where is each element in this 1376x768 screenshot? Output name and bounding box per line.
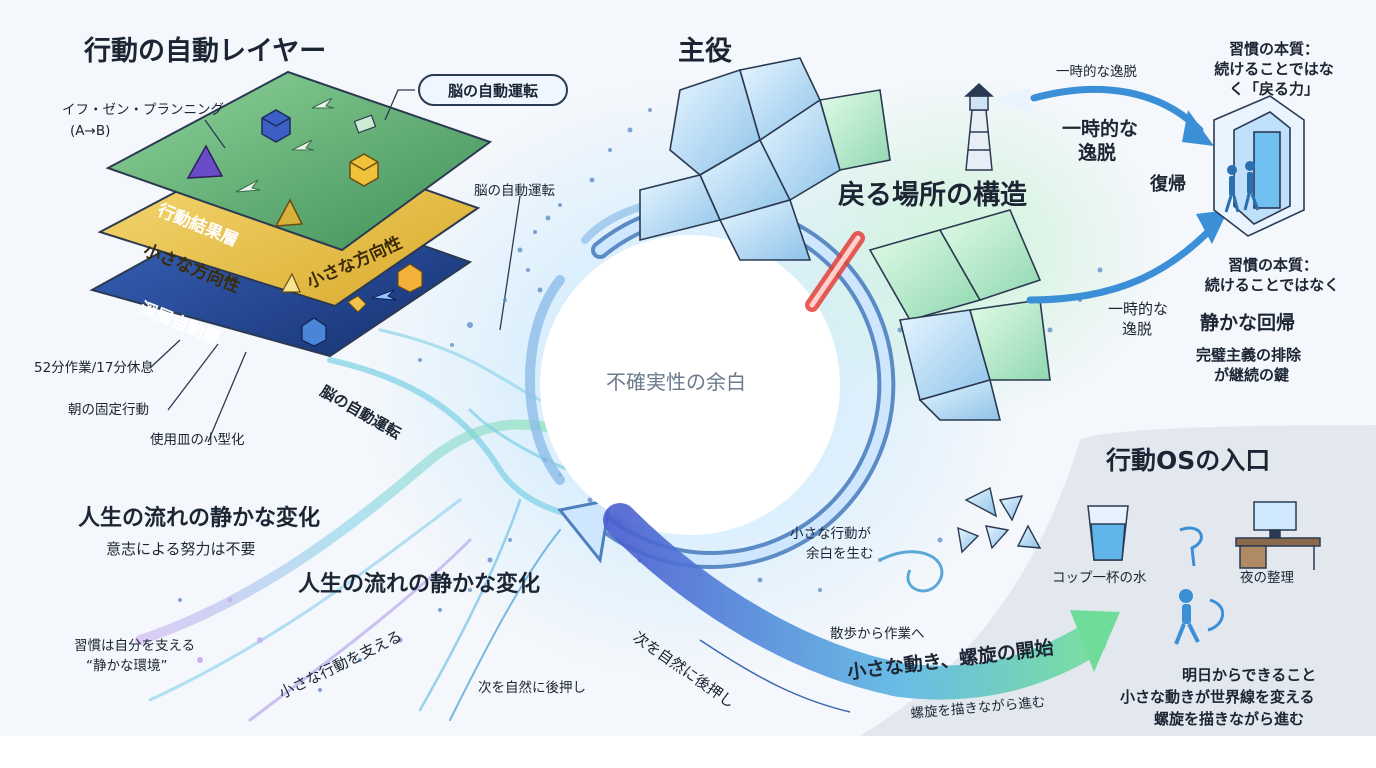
cube-icon bbox=[347, 295, 367, 313]
desk-icon bbox=[1235, 501, 1321, 570]
arrow-head bbox=[1182, 110, 1214, 146]
a-to-b-label: (A→B) bbox=[70, 123, 111, 139]
habit-env-line-1: 習慣は自分を支える bbox=[74, 638, 196, 654]
perfection-line-1: 完璧主義の排除 bbox=[1196, 346, 1302, 364]
temp-escape-top: 一時的な逸脱 bbox=[1056, 64, 1137, 80]
essence-top-1: 習慣の本質： bbox=[1228, 40, 1319, 58]
work-rest-label: 52分作業/17分休息 bbox=[34, 360, 154, 376]
no-willpower-label: 意志による努力は不要 bbox=[106, 540, 256, 558]
arrow-icon bbox=[291, 139, 315, 151]
tomorrow-label: 明日からできること bbox=[1182, 666, 1317, 684]
return-label: 復帰 bbox=[1150, 174, 1186, 195]
water-label: コップ一杯の水 bbox=[1052, 570, 1147, 586]
cube-icon bbox=[353, 114, 377, 134]
life-flow-title-1: 人生の流れの静かな変化 bbox=[78, 506, 321, 531]
arrow-head bbox=[1196, 210, 1228, 244]
swirl-icon bbox=[1207, 598, 1224, 632]
quiet-return-title: 静かな回帰 bbox=[1200, 312, 1296, 334]
thin-arrow bbox=[699, 639, 851, 713]
spiral-arrow-head bbox=[1070, 610, 1120, 672]
swirl-icon bbox=[1179, 526, 1203, 567]
small-action-line-1: 小さな行動が bbox=[790, 526, 871, 542]
lighthouse-icon bbox=[964, 82, 1030, 171]
walking-people-icon bbox=[1224, 161, 1260, 213]
worldline-label: 小さな動きが世界線を変える bbox=[1120, 688, 1315, 706]
uncertainty-label: 不確実性の余白 bbox=[606, 370, 746, 394]
os-entrance-panel bbox=[860, 425, 1376, 736]
brain-small-label: 脳の自動運転 bbox=[474, 183, 555, 199]
center-core bbox=[540, 235, 840, 535]
arrow-icon bbox=[311, 97, 335, 109]
essence-mid-2: 続けることではなく bbox=[1204, 276, 1340, 294]
essence-mid-1: 習慣の本質： bbox=[1227, 256, 1318, 274]
red-link-core bbox=[809, 235, 861, 308]
plate-label: 使用皿の小型化 bbox=[150, 432, 245, 448]
temp-escape-low-2: 逸脱 bbox=[1122, 320, 1153, 338]
walker-icon bbox=[1174, 589, 1200, 645]
essence-top-2: 続けることではな bbox=[1214, 60, 1334, 78]
temp-escape-mid-2: 逸脱 bbox=[1078, 142, 1117, 164]
night-label: 夜の整理 bbox=[1240, 570, 1294, 586]
bottom-strip bbox=[0, 736, 1376, 768]
return-structure-title: 戻る場所の構造 bbox=[838, 180, 1027, 211]
morning-label: 朝の固定行動 bbox=[68, 402, 149, 418]
spiral-advance-label-2: 螺旋を描きながら進む bbox=[1154, 710, 1305, 728]
brain-pill-label: 脳の自動運転 bbox=[418, 74, 568, 106]
temp-escape-low-1: 一時的な bbox=[1108, 300, 1169, 318]
essence-top-3: く「戻る力」 bbox=[1228, 80, 1319, 98]
arrow-icon bbox=[235, 179, 261, 193]
layer-stack bbox=[89, 70, 493, 358]
perfection-line-2: が継続の鍵 bbox=[1214, 366, 1290, 384]
cube-icon bbox=[349, 153, 379, 187]
push-next-label-1: 次を自然に後押し bbox=[478, 680, 586, 696]
pyramid-icon bbox=[186, 144, 224, 179]
title-layers: 行動の自動レイヤー bbox=[84, 36, 327, 67]
os-entrance-title: 行動OSの入口 bbox=[1106, 446, 1271, 475]
spiral-swirl bbox=[879, 550, 944, 593]
spiral-start-arrow bbox=[603, 503, 1107, 700]
pyramid-icon bbox=[274, 198, 304, 227]
walk-to-work-label: 散歩から作業へ bbox=[830, 626, 925, 642]
if-then-label: イフ・ゼン・プランニング bbox=[62, 102, 224, 118]
temp-escape-mid-1: 一時的な bbox=[1062, 118, 1139, 140]
cube-icon bbox=[397, 263, 423, 293]
door-icon bbox=[1213, 95, 1305, 237]
arrow-icon bbox=[371, 289, 397, 301]
cube-icon bbox=[261, 109, 291, 143]
shards-top bbox=[639, 57, 1051, 421]
return-arrows bbox=[1026, 85, 1214, 304]
small-action-line-2: 余白を生む bbox=[806, 546, 874, 562]
callout-lines-left bbox=[149, 89, 521, 443]
habit-env-line-2: “静かな環境” bbox=[86, 658, 168, 674]
layer-top-plane bbox=[105, 70, 493, 252]
shards-right-bottom bbox=[957, 486, 1042, 554]
life-flow-title-2: 人生の流れの静かな変化 bbox=[298, 572, 541, 597]
cube-icon bbox=[301, 317, 327, 347]
pyramid-icon bbox=[280, 272, 301, 293]
water-glass-icon bbox=[1087, 505, 1129, 561]
main-role-label: 主役 bbox=[678, 36, 732, 67]
